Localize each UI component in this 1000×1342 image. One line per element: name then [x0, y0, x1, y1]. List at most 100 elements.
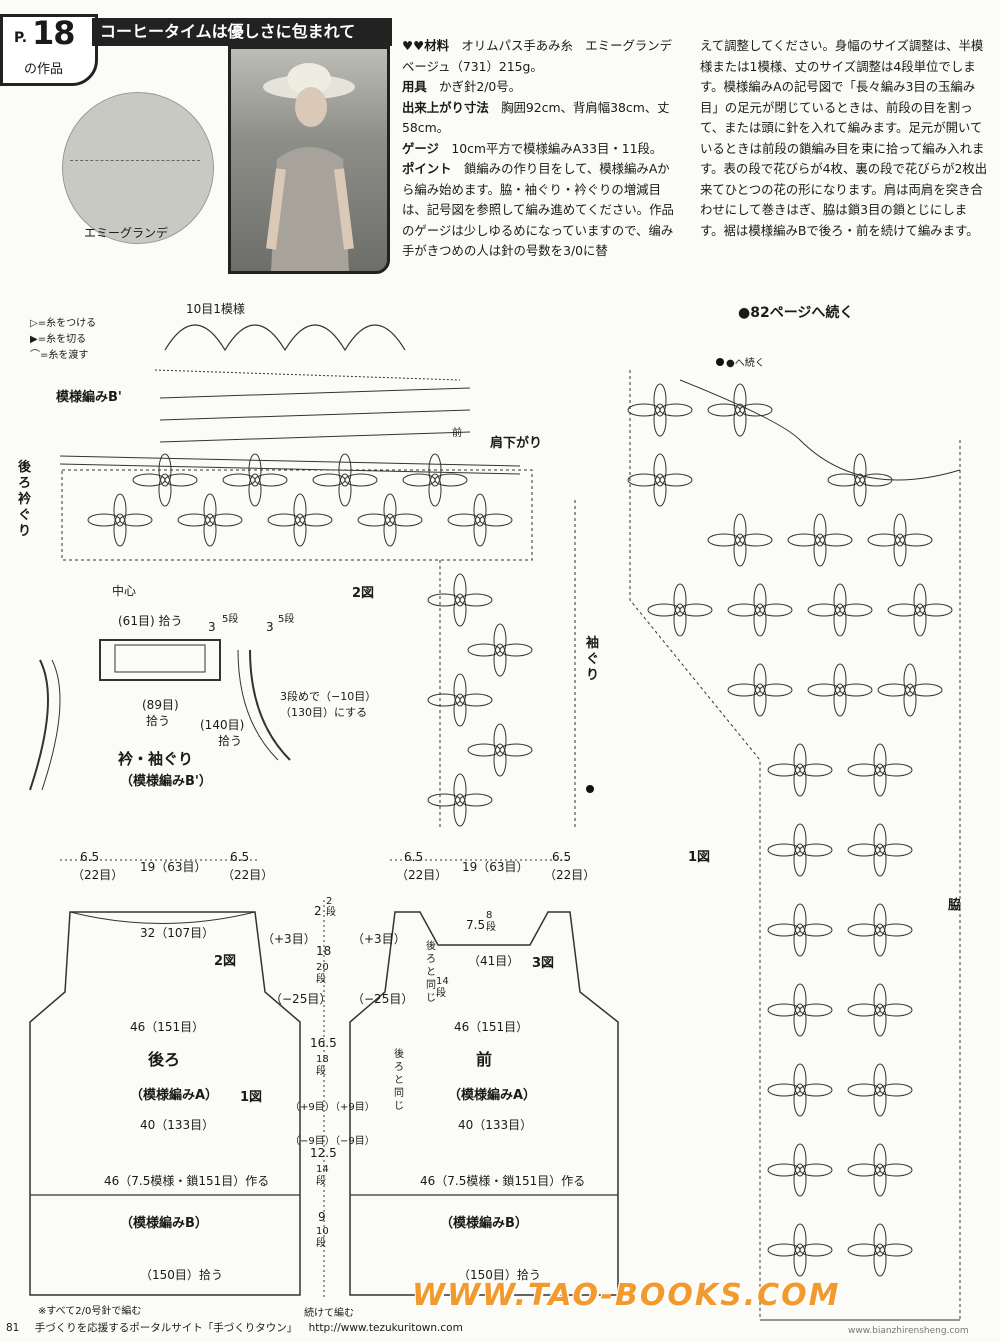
- front-pattern-b: （模様編みB）: [440, 1216, 528, 1231]
- front-fig3: 3図: [532, 956, 555, 971]
- edging-title: 衿・袖ぐり: [118, 750, 194, 768]
- side-label: 脇: [948, 898, 962, 913]
- back-top-left: 6.5: [80, 850, 100, 864]
- front-dim-7-5: 7.5: [466, 918, 486, 932]
- dim-12-5: 12.5: [310, 1146, 337, 1160]
- dim-plus9-right: （+9目）: [330, 1102, 375, 1113]
- dim-9: 9: [318, 1210, 326, 1224]
- figure-1-label: 1図: [688, 850, 711, 865]
- shoulder-slope-label: 肩下がり: [490, 436, 543, 451]
- edging-dec-note2: （130目）にする: [280, 706, 368, 719]
- edging-pick-140b: 拾う: [218, 734, 243, 748]
- front-pattern: （模様編みA）: [448, 1088, 537, 1103]
- model-photo: [228, 46, 390, 274]
- back-width-46: 46（151目）: [130, 1020, 205, 1034]
- legend-cut: ▶=糸を切る: [30, 334, 87, 345]
- needle-note: ※すべて2/0号針で編む: [38, 1306, 142, 1317]
- instructions-column-2: えて調整してください。身幅のサイズ調整は、半模様または1模様、丈のサイズ調整は4…: [700, 38, 988, 238]
- pattern-b-prime-label: 模様編みB': [56, 390, 122, 405]
- watermark: WWW.TAO-BOOKS.COM: [412, 1278, 841, 1313]
- dim-2: 2: [314, 904, 322, 918]
- footer: 81 手づくりを応援するポータルサイト「手づくりタウン」 http://www.…: [6, 1320, 463, 1335]
- front-plus3: （+3目）: [352, 932, 406, 946]
- back-width-32: 32（107目）: [140, 926, 215, 940]
- back-pick: （150目）拾う: [140, 1268, 223, 1282]
- front-same-back-2: 後ろと同じ: [394, 1049, 404, 1112]
- size-line: 出来上がり寸法 胸囲92cm、背肩幅38cm、丈58cm。: [402, 99, 670, 136]
- dim-2-rows: 2段: [326, 896, 336, 918]
- front-width-41: （41目）: [468, 954, 520, 968]
- continue-note: ●82ページへ続く: [738, 305, 854, 321]
- dim-plus9-left: （+9目）: [290, 1102, 335, 1113]
- back-top-left-sub: （22目）: [72, 868, 124, 882]
- edging-s5b: 5段: [278, 614, 295, 625]
- article-title: コーヒータイムは優しさに包まれて: [92, 18, 392, 46]
- edging-pick-140: (140目): [200, 718, 245, 732]
- page-badge: [0, 14, 98, 86]
- dim-minus9-left: （−9目）: [290, 1136, 335, 1147]
- page-prefix: P.: [14, 30, 28, 46]
- back-name: 後ろ: [148, 1050, 181, 1069]
- back-width-40: 40（133目）: [140, 1118, 215, 1132]
- continue-arrow-label: ●へ続く: [726, 358, 765, 369]
- work-label: の作品: [24, 62, 64, 77]
- edging-n3b: 3: [266, 620, 274, 634]
- front-width-46: 46（151目）: [454, 1020, 529, 1034]
- instructions-column-1: ♥♥材料 オリムパス手あみ糸 エミーグランデ ベージュ（731）215g。 用具…: [402, 36, 685, 262]
- dim-9-rows: 10段: [316, 1226, 329, 1249]
- back-pattern: （模様編みA）: [130, 1088, 219, 1103]
- swatch-stitch-line: [70, 160, 200, 164]
- edging-pick-89b: 拾う: [146, 714, 171, 728]
- front-same-back: 後ろと同じ: [426, 941, 436, 1004]
- front-top-left: 6.5: [404, 850, 424, 864]
- edging-subtitle: （模様編みB'）: [120, 774, 212, 789]
- back-pattern-b: （模様編みB）: [120, 1216, 208, 1231]
- front-dim-14-rows: 14段: [436, 976, 449, 999]
- armhole-label: 袖ぐり: [586, 636, 600, 683]
- dim-16-5: 16.5: [310, 1036, 337, 1050]
- yarn-swatch: [62, 92, 214, 244]
- dim-12-5-rows: 14段: [316, 1164, 329, 1187]
- front-dim-7-5-rows: 8段: [486, 910, 496, 933]
- points-line: ポイント 鎖編みの作り目をして、模様編みAから編み始めます。脇・袖ぐり・衿ぐりの…: [402, 161, 674, 258]
- back-plus3: （+3目）: [262, 932, 316, 946]
- edging-s5a: 5段: [222, 614, 239, 625]
- front-minus25: （−25目）: [352, 992, 414, 1006]
- footer-text: 手づくりを応援するポータルサイト「手づくりタウン」: [34, 1322, 298, 1334]
- dim-16-5-rows: 18段: [316, 1054, 329, 1077]
- front-top-right-sub: （22目）: [544, 868, 596, 882]
- front-pick: （150目）拾う: [458, 1268, 541, 1282]
- front-mark-label: 前: [452, 428, 462, 439]
- front-name: 前: [476, 1050, 493, 1069]
- back-fig1: 1図: [240, 1090, 263, 1105]
- model-figure: [263, 63, 355, 271]
- dim-18-rows: 20段: [316, 962, 329, 985]
- front-cast-on: 46（7.5模様・鎖151目）作る: [420, 1174, 586, 1188]
- dim-18: 18: [316, 944, 332, 958]
- materials-line: ♥♥材料 オリムパス手あみ糸 エミーグランデ ベージュ（731）215g。: [402, 38, 685, 74]
- figure-2-label: 2図: [352, 586, 375, 601]
- footer-url: http://www.tezukuritown.com: [308, 1322, 463, 1334]
- footer-page-number: 81: [6, 1322, 20, 1334]
- back-top-right: 6.5: [230, 850, 250, 864]
- back-top-mid: 19（63目）: [140, 860, 207, 874]
- gauge-line: ゲージ 10cm平方で模様編みA33目・11段。: [402, 140, 663, 156]
- front-top-right: 6.5: [552, 850, 572, 864]
- front-top-left-sub: （22目）: [396, 868, 448, 882]
- back-cast-on: 46（7.5模様・鎖151目）作る: [104, 1174, 270, 1188]
- front-width-40: 40（133目）: [458, 1118, 533, 1132]
- repeat-label: 10目1模様: [186, 302, 245, 316]
- edging-n3a: 3: [208, 620, 216, 634]
- dim-minus9-right: （−9目）: [330, 1136, 375, 1147]
- tools-line: 用具 かぎ針2/0号。: [402, 79, 522, 94]
- edging-pick-89: (89目): [142, 698, 179, 712]
- edging-pick-61: (61目) 拾う: [118, 614, 183, 628]
- page-number: 18: [32, 14, 76, 52]
- edging-dec-note: 3段めで（−10目）: [280, 690, 377, 703]
- dim-continue: 続けて編む: [304, 1308, 354, 1319]
- back-minus25: （−25目）: [270, 992, 332, 1006]
- legend-attach: ▷=糸をつける: [30, 318, 97, 329]
- back-fig2: 2図: [214, 954, 237, 969]
- back-top-right-sub: （22目）: [222, 868, 274, 882]
